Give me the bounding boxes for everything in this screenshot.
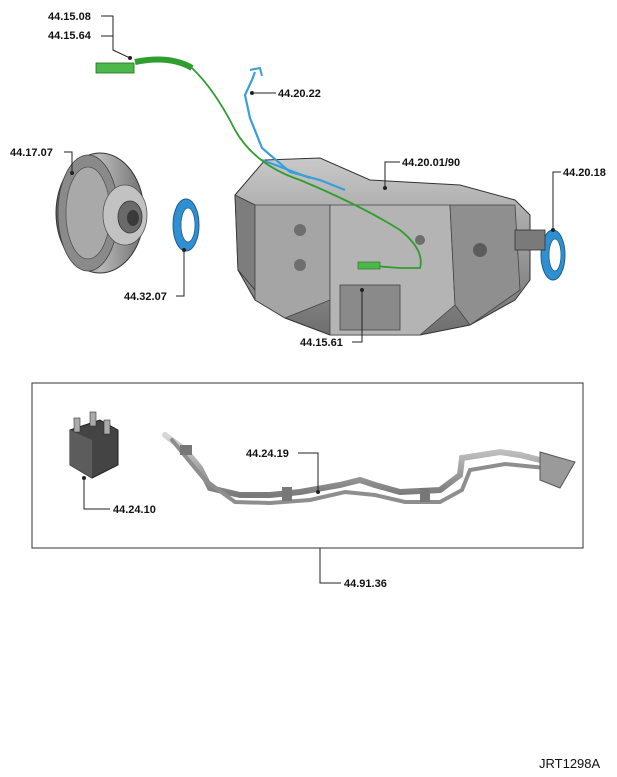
label-44-17-07: 44.17.07 <box>10 147 53 159</box>
leader-lines <box>64 15 561 584</box>
label-44-15-08: 44.15.08 <box>48 11 91 23</box>
label-44-24-10: 44.24.10 <box>113 504 156 516</box>
label-44-20-18: 44.20.18 <box>563 167 606 179</box>
label-44-15-64: 44.15.64 <box>48 30 92 42</box>
cooler-assembly-frame <box>31 382 584 549</box>
label-44-24-19: 44.24.19 <box>246 448 289 460</box>
torque-converter <box>55 152 148 274</box>
seal-44-32-07 <box>172 198 200 252</box>
solenoid-44-24-10 <box>69 411 119 479</box>
diagram-code: JRT1298A <box>539 756 601 771</box>
label-44-20-01-90: 44.20.01/90 <box>402 157 460 169</box>
label-44-91-36: 44.91.36 <box>344 578 387 590</box>
harness-44-15-08 <box>95 56 422 270</box>
seal-44-20-18 <box>540 229 566 281</box>
label-44-15-61: 44.15.61 <box>300 337 343 349</box>
transmission-assembly <box>234 157 546 336</box>
label-44-32-07: 44.32.07 <box>124 291 167 303</box>
label-44-20-22: 44.20.22 <box>278 88 321 100</box>
cooler-pipes-44-24-19 <box>162 432 576 506</box>
harness-44-20-22 <box>243 66 346 192</box>
